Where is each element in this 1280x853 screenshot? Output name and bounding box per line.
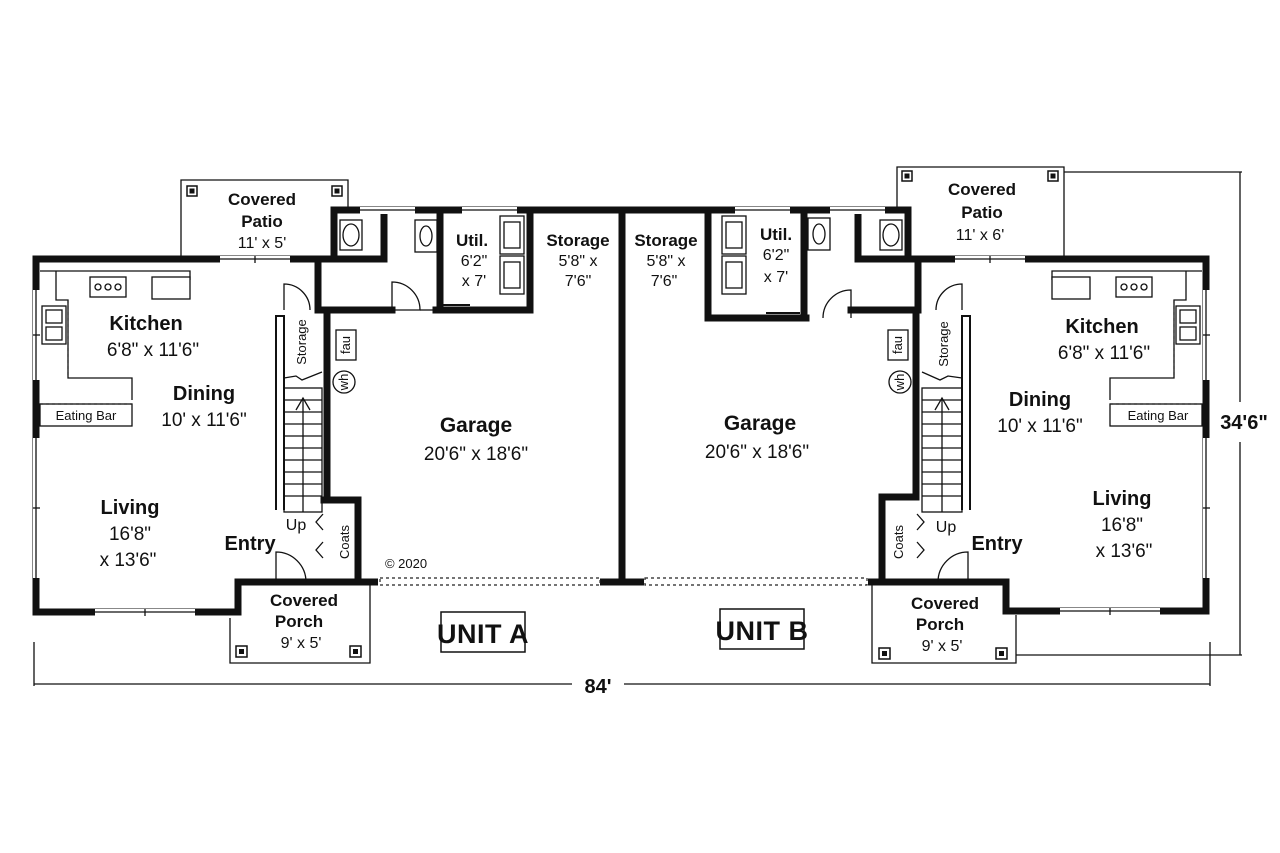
dining-b-dims: 10' x 11'6"	[997, 416, 1082, 437]
util-a-dims-line2: x 7'	[462, 273, 486, 290]
util-b-dims-line2: x 7'	[764, 269, 788, 286]
covered-porch-b-outline	[871, 580, 1017, 664]
unit-b-tag-box	[719, 608, 805, 650]
unit-a-tag-box	[440, 611, 526, 653]
living-a-name: Living	[101, 497, 160, 519]
coats-a-label: Coats	[337, 525, 352, 559]
garage-doors	[378, 577, 868, 586]
covered-porch-b-dims: 9' x 5'	[922, 638, 963, 655]
furnace-b	[887, 329, 909, 361]
storage-b-dims-line1: 5'8" x	[647, 253, 686, 270]
powder-room-a-fixtures	[339, 219, 438, 253]
covered-patio-b-name-line2: Patio	[961, 203, 1003, 222]
eating-bar-a-label: Eating Bar	[56, 408, 117, 423]
kitchen-a-name: Kitchen	[109, 313, 182, 335]
dining-b-name: Dining	[1009, 389, 1071, 411]
wh-b-label: wh	[892, 374, 907, 392]
garage-a-name: Garage	[440, 414, 512, 437]
furnace-a	[335, 329, 357, 361]
wh-a-label: wh	[336, 374, 351, 392]
util-b-dims-line1: 6'2"	[763, 247, 790, 264]
living-a-dims-line2: x 13'6"	[100, 550, 157, 571]
storage-a-dims-line1: 5'8" x	[559, 253, 598, 270]
covered-porch-a-name-line2: Porch	[275, 612, 323, 631]
storage-b-dims-line2: 7'6"	[651, 273, 678, 290]
util-a-name: Util.	[456, 231, 488, 250]
fau-b-label: fau	[890, 336, 905, 354]
covered-patio-a-name-line2: Patio	[241, 212, 283, 231]
water-heater-a-icon	[332, 370, 356, 394]
walls	[32, 206, 1210, 616]
stair-storage-a-label: Storage	[294, 319, 309, 365]
dining-a-dims: 10' x 11'6"	[161, 410, 246, 431]
kitchen-a-dims: 6'8" x 11'6"	[107, 340, 199, 361]
garage-b-dims: 20'6" x 18'6"	[705, 442, 809, 463]
unit-b-tag: UNIT B	[716, 616, 809, 646]
windows	[33, 207, 1210, 616]
garage-a-dims: 20'6" x 18'6"	[424, 444, 528, 465]
living-a-dims-line1: 16'8"	[109, 524, 151, 545]
staircase-b	[921, 371, 963, 513]
copyright-label: © 2020	[385, 556, 427, 571]
up-b-label: Up	[936, 519, 957, 536]
staircase-a	[283, 371, 323, 513]
unit-a-tag: UNIT A	[437, 619, 529, 649]
covered-porch-b-name-line2: Porch	[916, 615, 964, 634]
covered-patio-b-name-line1: Covered	[948, 180, 1016, 199]
living-b-dims-line1: 16'8"	[1101, 515, 1143, 536]
entry-b-label: Entry	[971, 533, 1023, 555]
entry-a-label: Entry	[224, 533, 276, 555]
eating-bar-b-label: Eating Bar	[1128, 408, 1189, 423]
storage-a-name: Storage	[546, 231, 609, 250]
dining-a-name: Dining	[173, 383, 235, 405]
powder-room-b-fixtures	[807, 217, 903, 251]
stair-storage-b-label: Storage	[936, 321, 951, 367]
kitchen-b-dims: 6'8" x 11'6"	[1058, 343, 1150, 364]
covered-patio-a-name-line1: Covered	[228, 190, 296, 209]
living-b-name: Living	[1093, 488, 1152, 510]
covered-porch-a-name-line1: Covered	[270, 591, 338, 610]
util-b-name: Util.	[760, 225, 792, 244]
kitchen-counters-a	[39, 270, 191, 427]
coats-b-label: Coats	[891, 525, 906, 559]
laundry-a-fixtures	[499, 215, 525, 295]
kitchen-counters-b	[1051, 270, 1203, 427]
covered-patio-a-dims: 11' x 5'	[238, 235, 287, 252]
storage-a-dims-line2: 7'6"	[565, 273, 592, 290]
up-a-label: Up	[286, 517, 307, 534]
covered-patio-b-dims: 11' x 6'	[956, 227, 1005, 244]
storage-b-name: Storage	[634, 231, 697, 250]
dimension-lines	[33, 171, 1242, 686]
living-b-dims-line2: x 13'6"	[1096, 541, 1153, 562]
fau-a-label: fau	[338, 336, 353, 354]
covered-porch-b-name-line1: Covered	[911, 594, 979, 613]
covered-porch-a-dims: 9' x 5'	[281, 635, 322, 652]
kitchen-b-name: Kitchen	[1065, 316, 1138, 338]
covered-patio-a-outline	[180, 179, 349, 256]
water-heater-b-icon	[888, 370, 912, 394]
laundry-b-fixtures	[721, 215, 747, 295]
covered-porch-a-outline	[229, 580, 371, 664]
doors	[275, 281, 969, 583]
overall-depth-dimension: 34'6"	[1220, 412, 1268, 434]
garage-b-name: Garage	[724, 412, 796, 435]
overall-width-dimension: 84'	[584, 676, 611, 698]
covered-patio-b-outline	[896, 166, 1065, 256]
util-a-dims-line1: 6'2"	[461, 253, 488, 270]
